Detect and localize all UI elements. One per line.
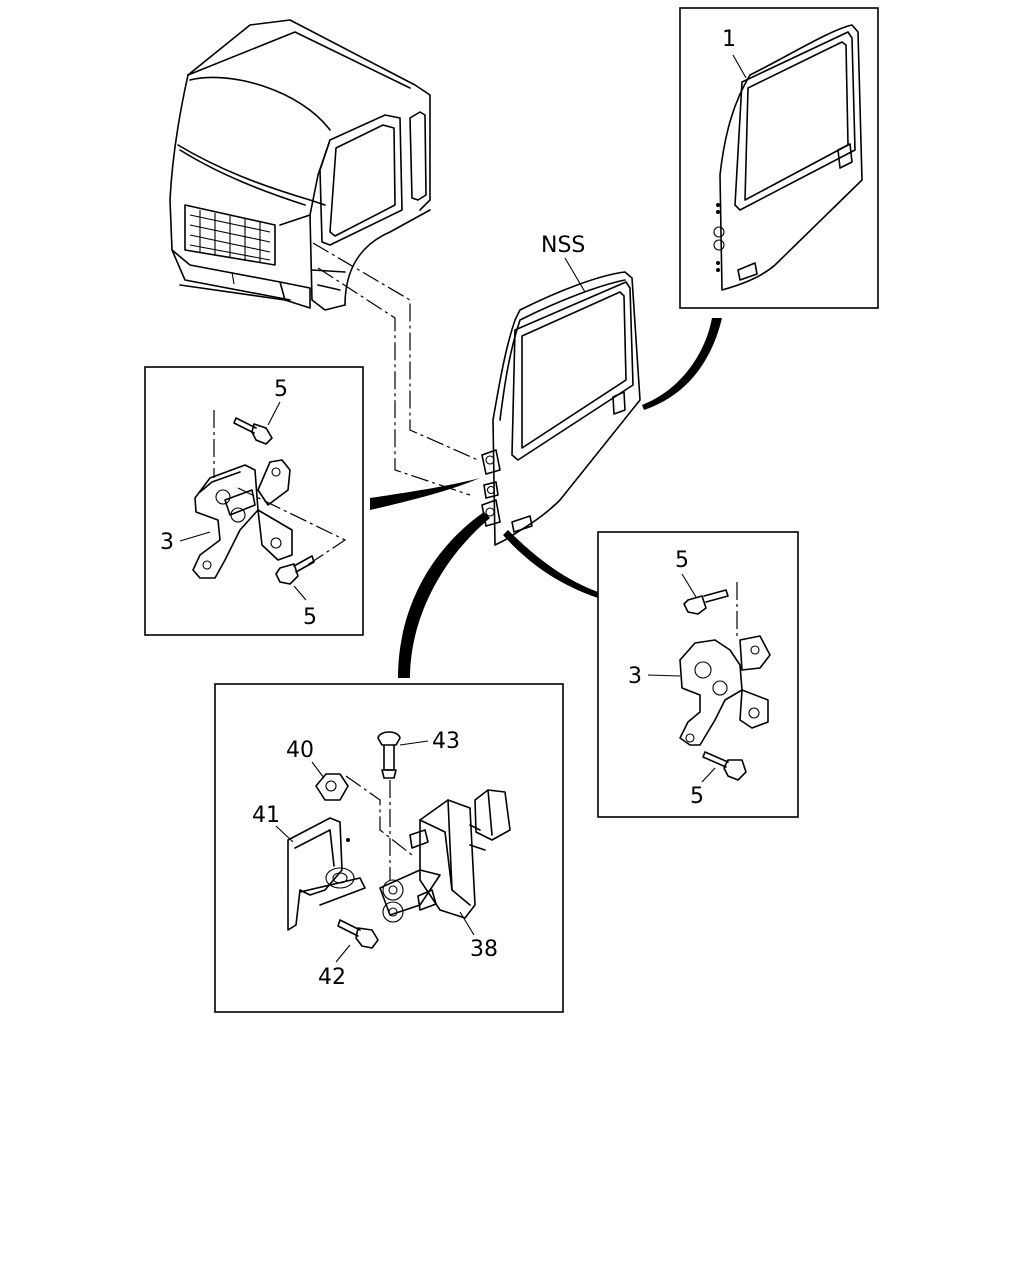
callout-38: 38 — [470, 937, 498, 962]
callout-3-upper: 3 — [160, 530, 174, 555]
lower-hinge-detail-box: 5 3 5 — [597, 531, 799, 818]
door-checker-detail-box: 40 43 41 38 42 — [214, 683, 564, 1013]
callout-3-lower: 3 — [628, 664, 642, 689]
callout-5-lower-bottom: 5 — [690, 784, 704, 809]
door-panel-detail-box: 1 — [679, 7, 879, 309]
door-label-nss: NSS — [541, 233, 585, 258]
upper-hinge-detail-box: 5 3 5 — [144, 366, 364, 636]
callout-5-lower-top: 5 — [675, 548, 689, 573]
callout-5-upper-bottom: 5 — [303, 605, 317, 630]
callout-42: 42 — [318, 965, 346, 990]
callout-1: 1 — [722, 27, 736, 52]
callout-43: 43 — [432, 729, 460, 754]
callout-41: 41 — [252, 803, 280, 828]
callout-5-upper-top: 5 — [274, 377, 288, 402]
callout-40: 40 — [286, 738, 314, 763]
cab-to-door-leaders — [312, 242, 479, 496]
nss-door-illustration: NSS — [481, 233, 641, 546]
detail-connector-curves — [370, 318, 722, 678]
truck-cab-illustration — [169, 19, 431, 311]
